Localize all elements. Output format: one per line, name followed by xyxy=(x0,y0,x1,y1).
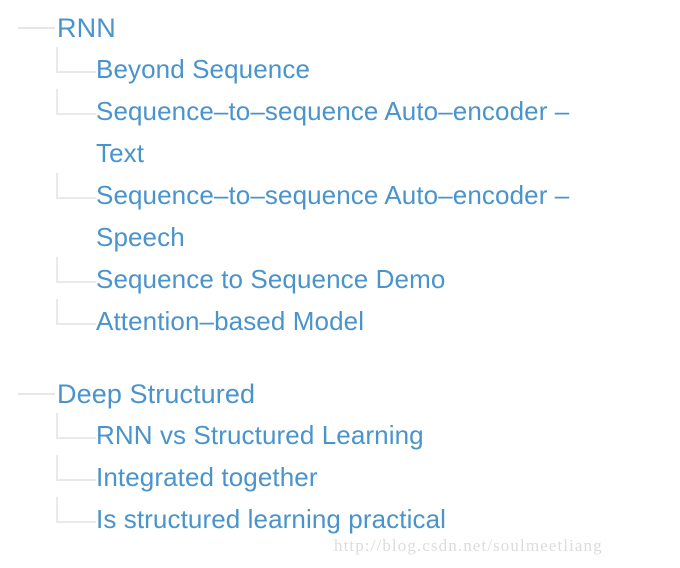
tree-item-label[interactable]: Sequence to Sequence Demo xyxy=(96,264,446,294)
tree-item-label[interactable]: Text xyxy=(96,138,145,168)
tree-item-label[interactable]: Attention–based Model xyxy=(96,306,365,336)
tree-item-label[interactable]: Sequence–to–sequence Auto–encoder – xyxy=(96,96,570,126)
tree-connector xyxy=(56,497,96,523)
tree-connector xyxy=(56,455,96,481)
tree-connector xyxy=(18,393,55,395)
tree-connector xyxy=(56,299,96,325)
tree-item-label[interactable]: Beyond Sequence xyxy=(96,54,311,84)
tree-connector xyxy=(56,173,96,199)
tree-section-label[interactable]: RNN xyxy=(57,13,116,43)
tree-connector xyxy=(56,413,96,439)
tree-item-label[interactable]: Sequence–to–sequence Auto–encoder – xyxy=(96,180,570,210)
tree-connector xyxy=(56,47,96,73)
tree-item-label[interactable]: Speech xyxy=(96,222,185,252)
tree-connector xyxy=(56,89,96,115)
watermark-url: http://blog.csdn.net/soulmeetliang xyxy=(334,536,603,555)
tree-item-label[interactable]: Integrated together xyxy=(96,462,318,492)
tree-connector xyxy=(18,27,55,29)
tree-item-label[interactable]: Is structured learning practical xyxy=(96,504,447,534)
tree-section-label[interactable]: Deep Structured xyxy=(57,379,256,409)
tree-connector xyxy=(56,257,96,283)
tree-item-label[interactable]: RNN vs Structured Learning xyxy=(96,420,424,450)
